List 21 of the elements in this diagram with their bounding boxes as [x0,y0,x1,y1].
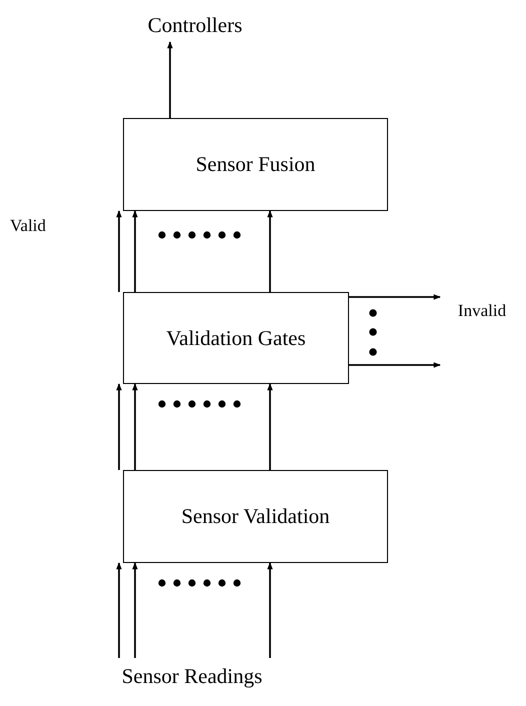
arrow [116,562,122,658]
node-label: Invalid [458,301,506,321]
arrow [167,41,173,118]
box-label: Sensor Validation [181,504,330,529]
arrow [132,562,138,658]
box-label: Sensor Fusion [196,152,316,177]
node-label: Controllers [148,12,242,38]
process-box [123,292,349,384]
process-box [123,118,388,211]
arrow [349,362,441,368]
arrow [116,210,122,292]
arrow [267,383,273,470]
box-label: Validation Gates [166,326,306,350]
arrow [267,562,273,658]
arrow [116,383,122,470]
arrow [349,294,441,300]
process-box [123,470,388,563]
arrow [132,383,138,470]
arrow [132,210,138,292]
node-label: Sensor Readings [122,664,262,688]
arrow [267,210,273,292]
